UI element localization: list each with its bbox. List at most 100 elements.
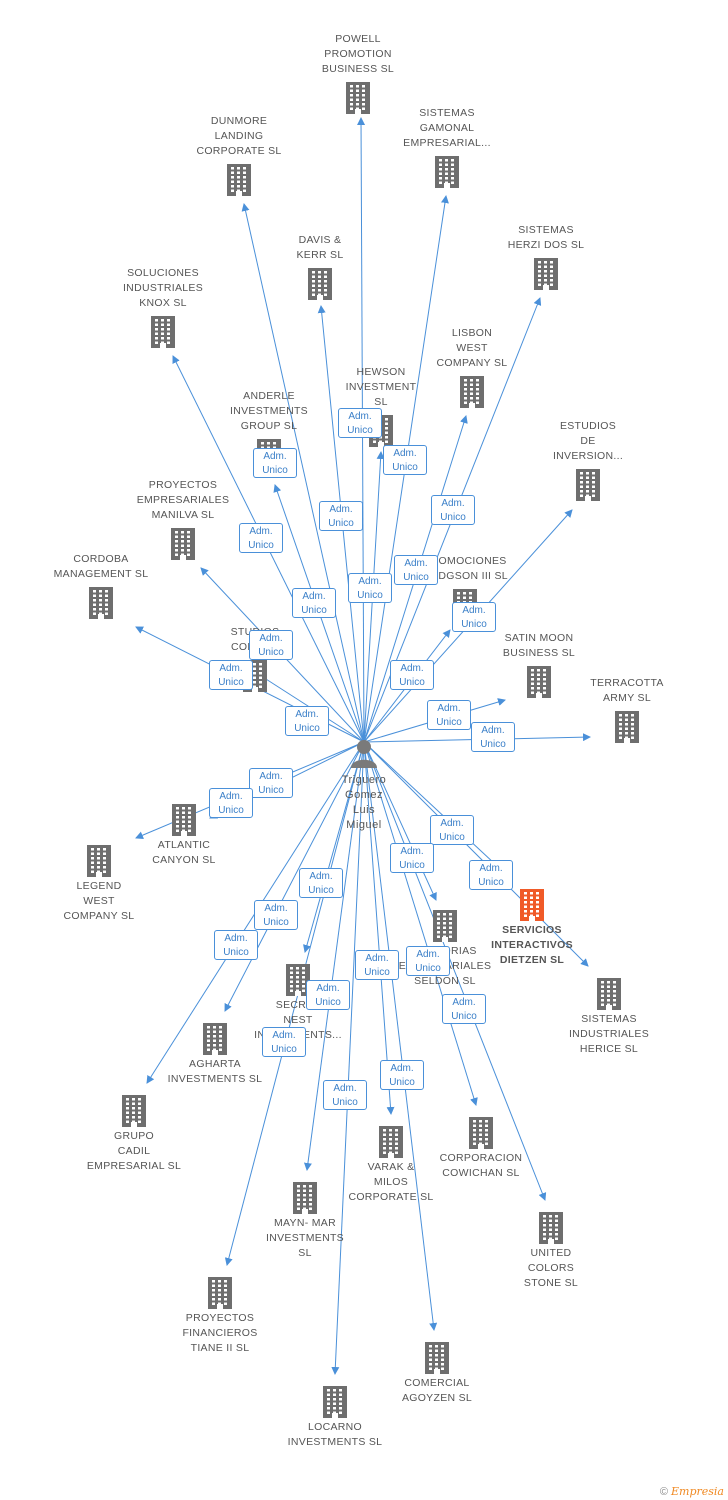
role-badge-line-2: Unico <box>258 785 284 796</box>
building-icon <box>151 316 175 348</box>
company-label: POWELL PROMOTION BUSINESS SL <box>321 33 395 75</box>
role-badge-line-1: Adm. <box>452 997 476 1008</box>
role-badge[interactable]: Adm.Unico <box>380 1060 424 1090</box>
company-node-estudios-inversion[interactable]: ESTUDIOS DE INVERSION... <box>528 419 648 501</box>
company-node-powell[interactable]: POWELL PROMOTION BUSINESS SL <box>298 32 418 114</box>
role-badge-line-2: Unico <box>332 1097 358 1108</box>
company-label: CORDOBA MANAGEMENT SL <box>53 553 149 580</box>
role-badge-line-1: Adm. <box>259 771 283 782</box>
building-icon <box>89 587 113 619</box>
role-badge[interactable]: Adm.Unico <box>452 602 496 632</box>
role-badge[interactable]: Adm.Unico <box>427 700 471 730</box>
role-badge[interactable]: Adm.Unico <box>323 1080 367 1110</box>
role-badge-line-2: Unico <box>392 462 418 473</box>
role-badge-line-2: Unico <box>218 805 244 816</box>
role-badge[interactable]: Adm.Unico <box>299 868 343 898</box>
building-icon <box>227 164 251 196</box>
role-badge-line-2: Unico <box>415 963 441 974</box>
company-node-corporacion-cowichan[interactable]: CORPORACION COWICHAN SL <box>421 1115 541 1181</box>
person-icon <box>351 740 377 768</box>
role-badge[interactable]: Adm.Unico <box>249 630 293 660</box>
role-badge-line-2: Unico <box>399 860 425 871</box>
company-node-agharta[interactable]: AGHARTA INVESTMENTS SL <box>155 1021 275 1087</box>
company-node-lisbon-west[interactable]: LISBON WEST COMPANY SL <box>412 326 532 408</box>
company-label: SISTEMAS HERZI DOS SL <box>507 224 585 251</box>
company-node-sistemas-herzi[interactable]: SISTEMAS HERZI DOS SL <box>486 223 606 290</box>
role-badge[interactable]: Adm.Unico <box>431 495 475 525</box>
role-badge[interactable]: Adm.Unico <box>306 980 350 1010</box>
role-badge[interactable]: Adm.Unico <box>214 930 258 960</box>
role-badge[interactable]: Adm.Unico <box>442 994 486 1024</box>
company-label: ESTUDIOS DE INVERSION... <box>552 420 624 462</box>
company-label: DAVIS & KERR SL <box>296 234 344 261</box>
role-badge[interactable]: Adm.Unico <box>209 660 253 690</box>
role-badge-line-1: Adm. <box>479 863 503 874</box>
company-label: DUNMORE LANDING CORPORATE SL <box>196 115 282 157</box>
role-badge[interactable]: Adm.Unico <box>471 722 515 752</box>
role-badge-line-1: Adm. <box>264 903 288 914</box>
company-node-proyectos-manilva[interactable]: PROYECTOS EMPRESARIALES MANILVA SL <box>123 478 243 560</box>
company-node-sistemas-gamonal[interactable]: SISTEMAS GAMONAL EMPRESARIAL... <box>387 106 507 188</box>
role-badge-line-2: Unico <box>263 917 289 928</box>
role-badge[interactable]: Adm.Unico <box>262 1027 306 1057</box>
company-node-proyectos-tiane[interactable]: PROYECTOS FINANCIEROS TIANE II SL <box>160 1275 280 1356</box>
company-node-davis-kerr[interactable]: DAVIS & KERR SL <box>260 233 380 300</box>
role-badge[interactable]: Adm. Unico <box>249 768 293 798</box>
company-node-united-colors[interactable]: UNITED COLORS STONE SL <box>491 1210 611 1291</box>
role-badge[interactable]: Adm.Unico <box>390 660 434 690</box>
role-badge[interactable]: Adm.Unico <box>348 573 392 603</box>
role-badge[interactable]: Adm.Unico <box>430 815 474 845</box>
company-node-varak-milos[interactable]: VARAK & MILOS CORPORATE SL <box>331 1124 451 1205</box>
role-badge[interactable]: Adm.Unico <box>209 788 253 818</box>
company-node-comercial-agoyzen[interactable]: COMERCIAL AGOYZEN SL <box>377 1340 497 1406</box>
role-badge[interactable]: Adm.Unico <box>406 946 450 976</box>
role-badge-line-2: Unico <box>262 465 288 476</box>
company-node-legend-west[interactable]: LEGEND WEST COMPANY SL <box>39 843 159 924</box>
role-badge-line-2: Unico <box>223 947 249 958</box>
company-node-soluciones-knox[interactable]: SOLUCIONES INDUSTRIALES KNOX SL <box>103 266 223 348</box>
building-icon <box>425 1342 449 1374</box>
role-badge[interactable]: Adm.Unico <box>292 588 336 618</box>
edge-agharta <box>224 741 365 1012</box>
company-node-mayn-mar[interactable]: MAYN- MAR INVESTMENTS SL <box>245 1180 365 1261</box>
person-name-line-1: Triguero <box>341 774 387 786</box>
role-badge[interactable]: Adm.Unico <box>390 843 434 873</box>
company-node-terracotta[interactable]: TERRACOTTA ARMY SL <box>567 676 687 743</box>
role-badge[interactable]: Adm. Unico <box>254 900 298 930</box>
role-badge[interactable]: Adm. Unico <box>319 501 363 531</box>
role-badge[interactable]: Adm.Unico <box>383 445 427 475</box>
role-badge-line-1: Adm. <box>219 663 243 674</box>
company-node-dunmore[interactable]: DUNMORE LANDING CORPORATE SL <box>179 114 299 196</box>
company-label: PROYECTOS EMPRESARIALES MANILVA SL <box>136 479 230 521</box>
role-badge-line-2: Unico <box>403 572 429 583</box>
role-badge[interactable]: Adm.Unico <box>285 706 329 736</box>
company-label: SERVICIOS INTERACTIVOS DIETZEN SL <box>491 924 573 966</box>
role-badge-line-1: Adm. <box>249 526 273 537</box>
role-badge[interactable]: Adm.Unico <box>253 448 297 478</box>
role-badge-line-2: Unico <box>436 717 462 728</box>
role-badge-line-1: Adm. <box>358 576 382 587</box>
role-badge-line-1: Adm. <box>272 1030 296 1041</box>
company-node-grupo-cadil[interactable]: GRUPO CADIL EMPRESARIAL SL <box>74 1093 194 1174</box>
company-node-locarno[interactable]: LOCARNO INVESTMENTS SL <box>275 1384 395 1450</box>
role-badge-line-2: Unico <box>328 518 354 529</box>
role-badge[interactable]: Adm.Unico <box>338 408 382 438</box>
empresia-logo[interactable]: Empresia <box>671 1485 724 1498</box>
company-node-cordoba[interactable]: CORDOBA MANAGEMENT SL <box>41 552 161 619</box>
role-badge[interactable]: Adm.Unico <box>394 555 438 585</box>
company-node-sistemas-herice[interactable]: SISTEMAS INDUSTRIALES HERICE SL <box>549 976 669 1057</box>
company-node-atlantic-canyon[interactable]: ATLANTIC CANYON SL <box>124 802 244 868</box>
role-badge-line-1: Adm. <box>329 504 353 515</box>
role-badge[interactable]: Adm.Unico <box>355 950 399 980</box>
building-icon <box>171 528 195 560</box>
company-node-servicios-dietzen[interactable]: SERVICIOS INTERACTIVOS DIETZEN SL <box>472 887 592 968</box>
role-badge[interactable]: Adm.Unico <box>469 860 513 890</box>
edge-servicios-dietzen <box>363 741 511 879</box>
company-label: MAYN- MAR INVESTMENTS SL <box>266 1217 344 1259</box>
role-badge[interactable]: Adm.Unico <box>239 523 283 553</box>
person-node[interactable]: Triguero Gomez Luis Miguel <box>334 738 394 833</box>
role-badge-line-1: Adm. <box>400 663 424 674</box>
role-badge-line-1: Adm. <box>348 411 372 422</box>
company-node-satin-moon[interactable]: SATIN MOON BUSINESS SL <box>479 631 599 698</box>
